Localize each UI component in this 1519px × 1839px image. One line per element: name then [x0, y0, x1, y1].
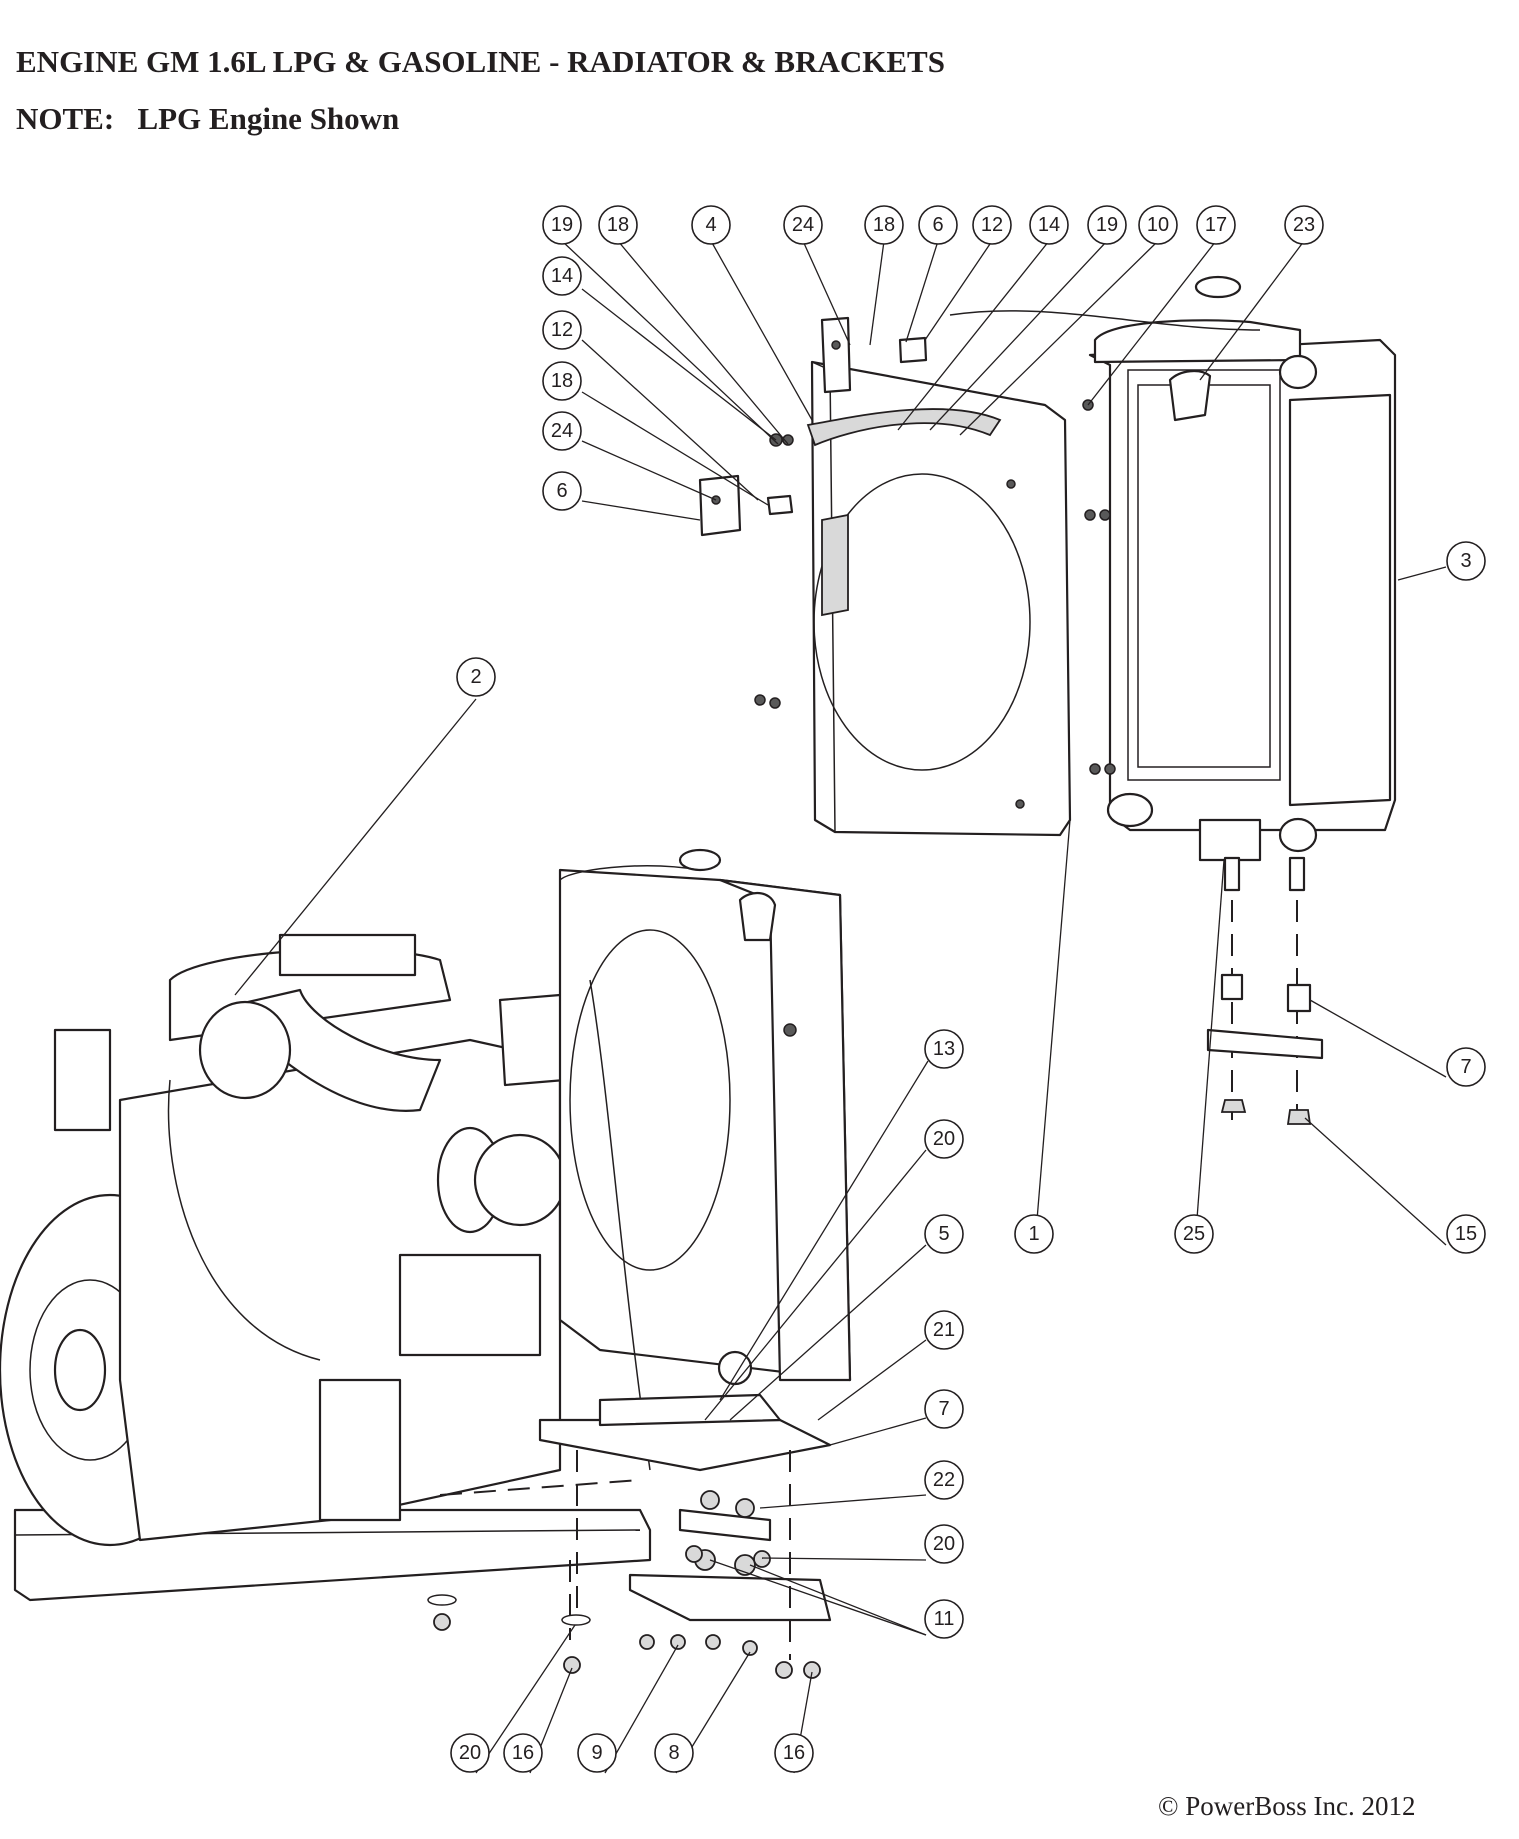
svg-text:14: 14	[1038, 214, 1060, 236]
svg-text:8: 8	[668, 1742, 679, 1764]
svg-text:18: 18	[551, 370, 573, 392]
svg-text:21: 21	[933, 1319, 955, 1341]
svg-text:3: 3	[1460, 550, 1471, 572]
callout-6-top: 6	[918, 205, 958, 245]
callout-6-left: 6	[542, 471, 582, 511]
callout-25: 25	[1174, 1214, 1214, 1254]
callout-7-right: 7	[1446, 1047, 1486, 1087]
callout-1: 1	[1014, 1214, 1054, 1254]
svg-text:18: 18	[607, 214, 629, 236]
callout-12-top: 12	[972, 205, 1012, 245]
callout-9: 9	[577, 1733, 617, 1773]
svg-text:4: 4	[705, 214, 716, 236]
svg-text:20: 20	[933, 1533, 955, 1555]
callout-15: 15	[1446, 1214, 1486, 1254]
note-label: NOTE:	[16, 101, 115, 136]
leader-lines	[234, 240, 1447, 1774]
svg-text:20: 20	[933, 1128, 955, 1150]
callout-16-b: 16	[774, 1733, 814, 1773]
callout-20-b: 20	[924, 1524, 964, 1564]
callout-10: 10	[1138, 205, 1178, 245]
copyright-notice: © PowerBoss Inc. 2012	[1158, 1791, 1416, 1821]
callout-12-left: 12	[542, 310, 582, 350]
callout-14-top: 14	[1029, 205, 1069, 245]
callout-19-top: 19	[542, 205, 582, 245]
callout-11: 11	[924, 1599, 964, 1639]
svg-text:22: 22	[933, 1469, 955, 1491]
callout-19-top2: 19	[1087, 205, 1127, 245]
mounting-brackets-upper	[698, 316, 1116, 775]
svg-text:16: 16	[783, 1742, 805, 1764]
svg-text:19: 19	[1096, 214, 1118, 236]
svg-text:19: 19	[551, 214, 573, 236]
callout-3: 3	[1446, 541, 1486, 581]
callout-8: 8	[654, 1733, 694, 1773]
svg-text:20: 20	[459, 1742, 481, 1764]
svg-text:7: 7	[1460, 1056, 1471, 1078]
svg-text:25: 25	[1183, 1223, 1205, 1245]
svg-text:9: 9	[591, 1742, 602, 1764]
fan-shroud-exploded	[806, 360, 1072, 837]
svg-text:12: 12	[551, 319, 573, 341]
svg-text:5: 5	[938, 1223, 949, 1245]
callout-24-top: 24	[783, 205, 823, 245]
callout-18-left: 18	[542, 361, 582, 401]
callout-4: 4	[691, 205, 731, 245]
svg-text:14: 14	[551, 265, 573, 287]
svg-text:16: 16	[512, 1742, 534, 1764]
callout-2: 2	[456, 657, 496, 697]
note-line: NOTE: LPG Engine Shown	[16, 101, 399, 137]
svg-text:12: 12	[981, 214, 1003, 236]
callout-24-left: 24	[542, 411, 582, 451]
svg-text:24: 24	[551, 420, 573, 442]
svg-text:11: 11	[934, 1608, 955, 1630]
page-title: ENGINE GM 1.6L LPG & GASOLINE - RADIATOR…	[16, 44, 945, 79]
radiator-exploded	[949, 275, 1397, 892]
callout-14-left: 14	[542, 256, 582, 296]
callout-23: 23	[1284, 205, 1324, 245]
radiator-assembled	[558, 848, 852, 1471]
svg-text:2: 2	[470, 666, 481, 688]
callout-17: 17	[1196, 205, 1236, 245]
svg-text:23: 23	[1293, 214, 1315, 236]
svg-text:6: 6	[932, 214, 943, 236]
callout-20-bottom: 20	[450, 1733, 490, 1773]
note-text: LPG Engine Shown	[137, 101, 400, 136]
svg-text:10: 10	[1147, 214, 1169, 236]
callout-18-top2: 18	[864, 205, 904, 245]
callout-21: 21	[924, 1310, 964, 1350]
svg-text:17: 17	[1205, 214, 1227, 236]
callout-16-a: 16	[503, 1733, 543, 1773]
svg-text:24: 24	[792, 214, 814, 236]
lower-mount-brackets	[427, 1393, 832, 1679]
svg-text:6: 6	[556, 480, 567, 502]
svg-text:18: 18	[873, 214, 895, 236]
callout-bubbles: 19 18 4 24 18 6 12 14 19 10 17 23 14 12 …	[450, 205, 1486, 1773]
callout-20-a: 20	[924, 1119, 964, 1159]
svg-text:7: 7	[938, 1398, 949, 1420]
radiator-lower-mount-exploded	[1206, 900, 1324, 1125]
callout-18-top: 18	[598, 205, 638, 245]
engine-assembly	[0, 933, 652, 1602]
callout-22: 22	[924, 1460, 964, 1500]
callout-13: 13	[924, 1029, 964, 1069]
svg-text:15: 15	[1455, 1223, 1477, 1245]
svg-text:13: 13	[933, 1038, 955, 1060]
callout-7-lower: 7	[924, 1389, 964, 1429]
callout-5: 5	[924, 1214, 964, 1254]
svg-text:1: 1	[1028, 1223, 1039, 1245]
